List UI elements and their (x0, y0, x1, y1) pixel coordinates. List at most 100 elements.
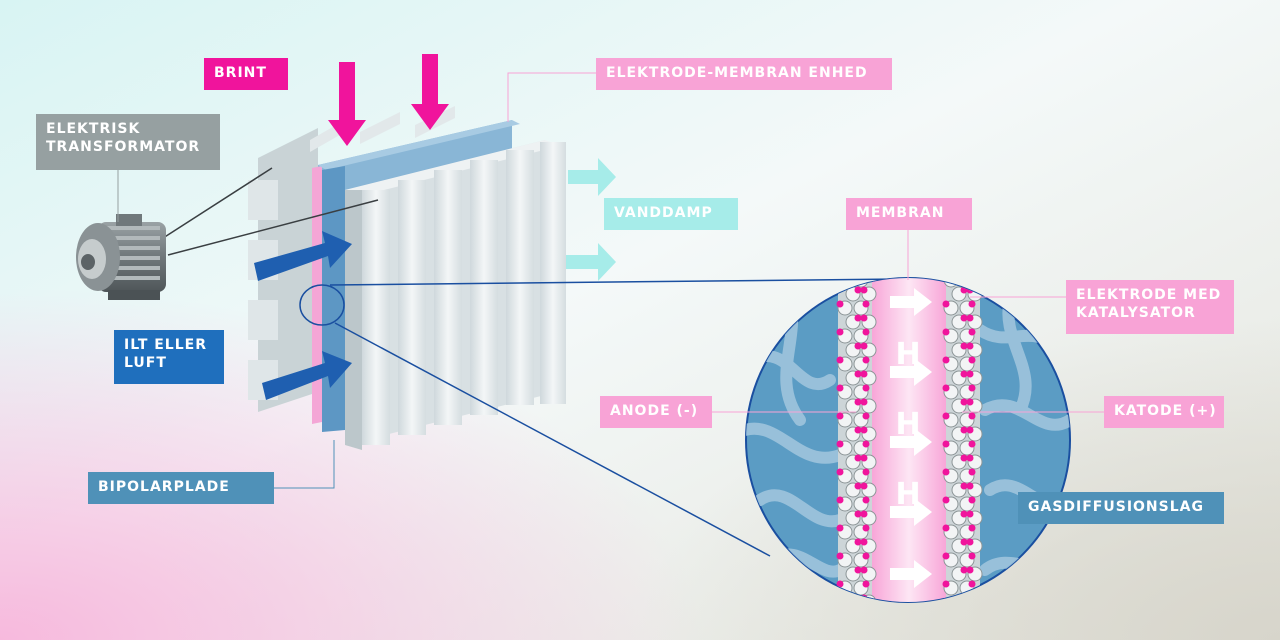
catalyst-dot (836, 580, 844, 588)
catalyst-dot (836, 328, 844, 336)
catalyst-dot (862, 412, 870, 420)
catalyst-dot (966, 426, 974, 434)
catalyst-dot (960, 566, 968, 574)
label-membrane-text: MEMBRAN (856, 205, 945, 221)
label-bipolar-plate: BIPOLARPLADE (88, 472, 274, 504)
catalyst-dot (968, 328, 976, 336)
zoom-connector (299, 278, 901, 557)
label-electrode-with-catalyst: ELEKTRODE MED KATALYSATOR (1066, 280, 1234, 334)
label-membrane-electrode-assembly: ELEKTRODE-MEMBRAN ENHED (596, 58, 892, 90)
catalyst-dot (942, 278, 950, 280)
catalyst-dot (942, 356, 950, 364)
carbon-particle (959, 278, 975, 288)
catalyst-dot (854, 510, 862, 518)
catalyst-dot (836, 496, 844, 504)
catalyst-dot (862, 356, 870, 364)
catalyst-dot (960, 398, 968, 406)
catalyst-dot (966, 538, 974, 546)
electric-transformer (76, 167, 379, 300)
catalyst-dot (960, 426, 968, 434)
catalyst-dot (860, 454, 868, 462)
catalyst-dot (860, 426, 868, 434)
catalyst-dot (960, 538, 968, 546)
catalyst-dot (966, 566, 974, 574)
catalyst-dot (960, 314, 968, 322)
catalyst-dot (860, 510, 868, 518)
catalyst-dot (960, 454, 968, 462)
catalyst-dot (836, 356, 844, 364)
label-electrode-with-catalyst-line2: KATALYSATOR (1076, 305, 1196, 321)
carbon-particle (967, 594, 983, 602)
carbon-particle (861, 594, 877, 602)
catalyst-dot (966, 454, 974, 462)
label-anode: ANODE (-) (600, 396, 712, 428)
catalyst-dot (854, 538, 862, 546)
label-cathode-text: KATODE (+) (1114, 403, 1217, 419)
catalyst-dot (966, 594, 974, 602)
catalyst-dot (860, 566, 868, 574)
catalyst-dot (862, 496, 870, 504)
catalyst-dot (862, 580, 870, 588)
hydrogen-arrows (328, 54, 449, 146)
catalyst-dot (836, 412, 844, 420)
catalyst-dot (836, 552, 844, 560)
catalyst-dot (960, 342, 968, 350)
catalyst-dot (942, 552, 950, 560)
label-oxygen-or-air: ILT ELLER LUFT (114, 330, 224, 384)
catalyst-dot (862, 328, 870, 336)
catalyst-dot (836, 300, 844, 308)
carbon-particle (845, 594, 861, 602)
label-bipolar-plate-text: BIPOLARPLADE (98, 479, 230, 495)
label-water-vapor: VANDDAMP (604, 198, 738, 230)
proton-arrow (890, 288, 932, 316)
catalyst-dot (968, 496, 976, 504)
catalyst-dot (942, 496, 950, 504)
catalyst-dot (942, 468, 950, 476)
catalyst-dot (836, 278, 844, 280)
catalyst-dot (968, 384, 976, 392)
proton-h-label: H (895, 407, 920, 442)
catalyst-dot (854, 286, 862, 294)
label-hydrogen-text: BRINT (214, 65, 267, 81)
catalyst-dot (960, 482, 968, 490)
catalyst-dot (966, 342, 974, 350)
water-vapor-arrows (566, 158, 616, 281)
label-hydrogen: BRINT (204, 58, 288, 90)
catalyst-dot (854, 314, 862, 322)
carbon-particle (951, 594, 967, 602)
catalyst-dot (836, 440, 844, 448)
catalyst-dot (960, 594, 968, 602)
label-oxygen-or-air-line2: LUFT (124, 355, 167, 371)
proton-arrows (890, 288, 932, 588)
catalyst-dot (854, 342, 862, 350)
label-electric-transformer: ELEKTRISK TRANSFORMATOR (36, 114, 220, 170)
catalyst-dot (968, 440, 976, 448)
catalyst-dot (860, 286, 868, 294)
catalyst-dot (854, 566, 862, 574)
catalyst-dot (968, 580, 976, 588)
catalyst-dot (966, 314, 974, 322)
label-water-vapor-text: VANDDAMP (614, 205, 713, 221)
catalyst-dot (860, 342, 868, 350)
catalyst-dot (968, 468, 976, 476)
catalyst-dot (960, 370, 968, 378)
catalyst-dot (966, 398, 974, 406)
catalyst-dot (854, 370, 862, 378)
catalyst-dot (968, 412, 976, 420)
catalyst-dot (960, 510, 968, 518)
catalyst-dot (968, 300, 976, 308)
proton-arrow (890, 498, 932, 526)
catalyst-dot (854, 454, 862, 462)
proton-labels: HHH (895, 337, 920, 512)
catalyst-dot (942, 580, 950, 588)
catalyst-dot (860, 398, 868, 406)
label-oxygen-or-air-line1: ILT ELLER (124, 337, 207, 353)
catalyst-dot (836, 384, 844, 392)
catalyst-dot (854, 398, 862, 406)
label-gas-diffusion-layer: GASDIFFUSIONSLAG (1018, 492, 1224, 524)
magnified-cross-section: HHH (745, 277, 1071, 603)
catalyst-dot (942, 328, 950, 336)
label-cathode: KATODE (+) (1104, 396, 1224, 428)
proton-h-label: H (895, 337, 920, 372)
